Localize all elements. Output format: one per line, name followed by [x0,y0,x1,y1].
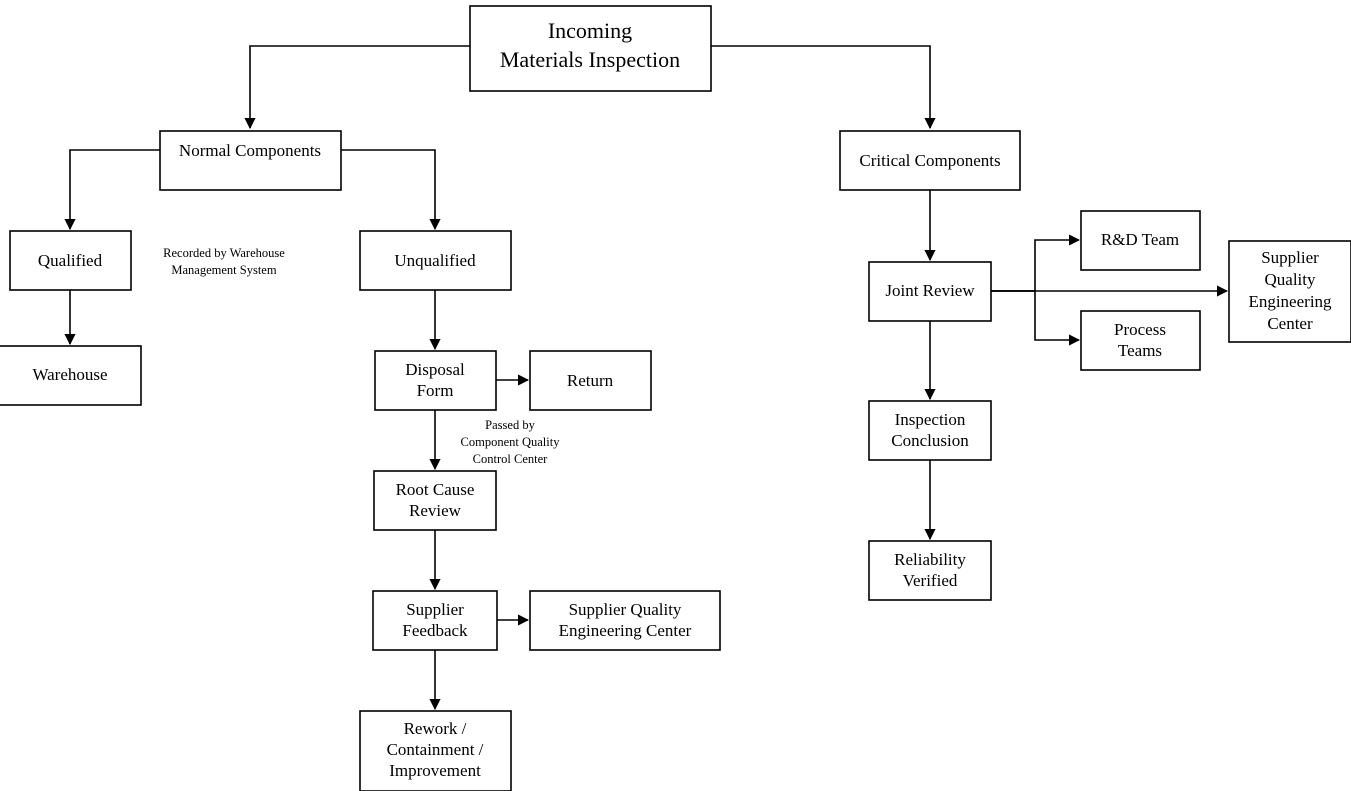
node-label-line1: Joint Review [885,281,975,300]
node-label-line2: Conclusion [891,431,969,450]
edge-label-line3: Control Center [473,452,548,466]
edge-label-line2: Management System [171,263,276,277]
node-label-line1: Incoming [548,18,632,43]
edge-jointreview-to-rdteam [991,234,1081,292]
edge-incoming-to-critical [711,45,936,130]
edge-label-line1: Passed by [485,418,535,432]
node-box [159,130,342,191]
node-return[interactable]: Return [529,350,652,411]
node-label-line2: Quality [1265,270,1316,289]
node-label-line2: Engineering Center [559,621,692,640]
node-warehouse[interactable]: Warehouse [0,345,142,406]
node-label-line2: Materials Inspection [500,47,680,72]
node-incoming-materials-inspection[interactable]: Incoming Materials Inspection [469,5,712,92]
node-box [1080,210,1201,271]
node-label-line1: Disposal [405,360,465,379]
node-box [469,5,712,92]
node-label-line2: Review [409,501,462,520]
node-box [359,230,512,291]
node-label-line1: Unqualified [394,251,476,270]
node-label-line2: Verified [903,571,958,590]
node-box [529,590,721,651]
node-rework-containment-improvement[interactable]: Rework / Containment / Improvement [359,710,512,791]
node-label-line2: Form [417,381,454,400]
node-box [373,470,497,531]
node-label-line3: Improvement [389,761,481,780]
node-joint-review[interactable]: Joint Review [868,261,992,322]
node-label-line1: Supplier [1261,248,1319,267]
edge-normal-to-unqualified [341,149,441,231]
node-box [868,261,992,322]
node-label-line1: Root Cause [396,480,475,499]
node-rd-team[interactable]: R&D Team [1080,210,1201,271]
node-label-line1: Warehouse [32,365,107,384]
edge-label-quality-pass: Passed by Component Quality Control Cent… [461,418,561,466]
node-normal-components[interactable]: Normal Components [159,130,342,191]
node-box [1080,310,1201,371]
node-label-line1: Inspection [895,410,966,429]
node-box [868,400,992,461]
edges-layer [64,45,1229,711]
node-box [0,345,142,406]
node-disposal-form[interactable]: Disposal Form [374,350,497,411]
edge-normal-to-qualified [64,149,160,231]
edge-label-line2: Component Quality [461,435,561,449]
edge-label-warehouse-record: Recorded by Warehouse Management System [163,246,285,277]
node-box [359,710,512,791]
node-supplier-quality-engineering-center-left[interactable]: Supplier Quality Engineering Center [529,590,721,651]
node-label-line3: Engineering [1248,292,1332,311]
node-label-line1: Supplier Quality [569,600,682,619]
node-label-line2: Feedback [402,621,468,640]
node-box [372,590,498,651]
node-label-line4: Center [1267,314,1313,333]
node-box [9,230,132,291]
node-inspection-conclusion[interactable]: Inspection Conclusion [868,400,992,461]
node-label-line1: R&D Team [1101,230,1179,249]
node-label-line1: Reliability [894,550,966,569]
node-label-line1: Supplier [406,600,464,619]
node-label-line1: Return [567,371,614,390]
node-label-line2: Teams [1118,341,1162,360]
node-box [529,350,652,411]
node-process-teams[interactable]: Process Teams [1080,310,1201,371]
node-critical-components[interactable]: Critical Components [839,130,1021,191]
edge-label-line1: Recorded by Warehouse [163,246,285,260]
node-supplier-quality-engineering-center-right[interactable]: Supplier Quality Engineering Center [1228,240,1351,343]
node-reliability-verified[interactable]: Reliability Verified [868,540,992,601]
node-label-line1: Rework / [404,719,467,738]
node-supplier-feedback[interactable]: Supplier Feedback [372,590,498,651]
node-label-line1: Critical Components [859,151,1000,170]
node-box [839,130,1021,191]
node-box [868,540,992,601]
node-root-cause-review[interactable]: Root Cause Review [373,470,497,531]
edge-incoming-to-normal [244,45,470,130]
node-label-line2: Containment / [387,740,484,759]
node-qualified[interactable]: Qualified [9,230,132,291]
node-box [374,350,497,411]
node-label-line1: Process [1114,320,1166,339]
node-box [1228,240,1351,343]
edge-jointreview-to-processteams [991,290,1081,346]
node-label-line1: Normal Components [179,141,321,160]
node-unqualified[interactable]: Unqualified [359,230,512,291]
node-label-line1: Qualified [38,251,103,270]
